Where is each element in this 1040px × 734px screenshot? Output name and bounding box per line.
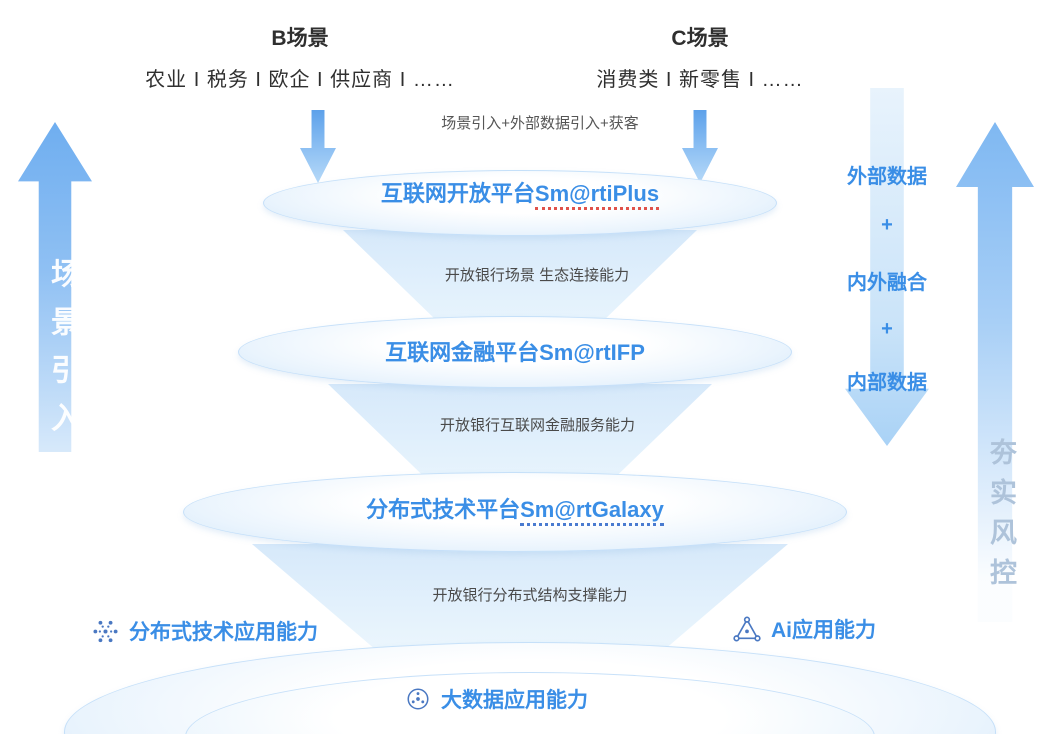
data-flow-plus: + xyxy=(881,214,893,236)
left-arrow-label: 场景引入 xyxy=(46,258,79,450)
b-scene-subtitle: 农业 I 税务 I 欧企 I 供应商 I …… xyxy=(145,69,455,91)
b-scene-title: B场景 xyxy=(271,27,329,50)
platform-product: Sm@rtIFP xyxy=(539,340,645,365)
data-flow-item-external: 外部数据 xyxy=(847,166,927,188)
platform-name: 分布式技术平台 xyxy=(366,497,521,522)
b-scene-header: B场景 农业 I 税务 I 欧企 I 供应商 I …… xyxy=(105,22,495,92)
platform-title-smartifp: 互联网金融平台Sm@rtIFP xyxy=(265,335,765,367)
b-scene-down-arrow xyxy=(300,110,336,183)
network-cluster-icon xyxy=(92,618,119,645)
c-scene-subtitle: 消费类 I 新零售 I …… xyxy=(596,69,804,91)
layer-caption-2: 开放银行互联网金融服务能力 xyxy=(439,417,635,434)
intro-text: 场景引入+外部数据引入+获客 xyxy=(441,115,639,132)
layer-caption-3: 开放银行分布式结构支撑能力 xyxy=(432,587,628,604)
dot-sphere-icon xyxy=(405,686,431,712)
layer-caption-1: 开放银行场景 生态连接能力 xyxy=(444,267,630,284)
capability-label: 分布式技术应用能力 xyxy=(129,621,318,644)
platform-name: 互联网金融平台 xyxy=(385,340,540,365)
data-flow-item-internal: 内部数据 xyxy=(847,372,927,394)
platform-name: 互联网开放平台 xyxy=(380,181,535,206)
platform-title-smartgalaxy: 分布式技术平台Sm@rtGalaxy xyxy=(265,492,765,526)
c-scene-title: C场景 xyxy=(671,27,729,50)
capability-bigdata: 大数据应用能力 xyxy=(405,684,588,714)
data-flow-plus: + xyxy=(881,318,893,340)
capability-ai: Ai应用能力 xyxy=(733,614,876,644)
capability-label: 大数据应用能力 xyxy=(441,689,588,712)
capability-distributed: 分布式技术应用能力 xyxy=(92,616,318,646)
platform-ellipse-smartiplus xyxy=(263,170,777,236)
platform-ellipse-smartifp xyxy=(238,316,792,388)
right-arrow-label: 夯实风控 xyxy=(986,438,1016,598)
data-flow-item-fusion: 内外融合 xyxy=(847,272,927,294)
platform-ellipse-smartgalaxy xyxy=(183,472,847,552)
platform-product: Sm@rtGalaxy xyxy=(520,497,664,526)
c-scene-down-arrow xyxy=(682,110,718,183)
triangle-nodes-icon xyxy=(733,616,761,642)
capability-label: Ai应用能力 xyxy=(771,619,876,642)
platform-product: Sm@rtiPlus xyxy=(534,181,660,210)
platform-title-smartiplus: 互联网开放平台Sm@rtiPlus xyxy=(270,176,770,210)
c-scene-header: C场景 消费类 I 新零售 I …… xyxy=(540,22,860,92)
